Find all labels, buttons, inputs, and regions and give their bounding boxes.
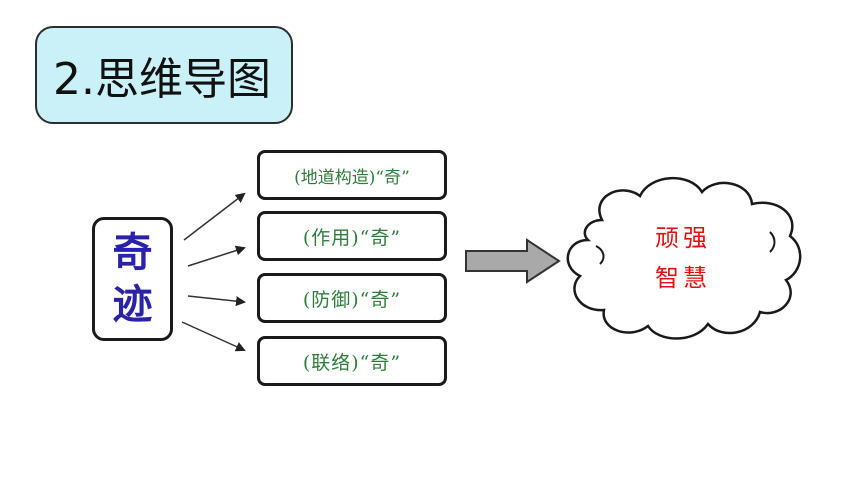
title-box: 2.思维导图 — [35, 26, 293, 124]
center-char-top: 奇 — [112, 229, 153, 276]
cloud-line-2: 智慧 — [655, 264, 711, 292]
page-title: 2.思维导图 — [53, 54, 271, 105]
cloud-line-1: 顽强 — [655, 224, 711, 252]
branch-arrow-1 — [183, 192, 246, 241]
cloud-text: 顽强 智慧 — [625, 218, 741, 298]
branch-arrow-4 — [181, 321, 246, 352]
branch-label-3: (防御)“奇” — [302, 288, 402, 311]
branch-label-4: (联络)“奇” — [302, 351, 402, 374]
cloud-inner-curl-1 — [595, 245, 605, 265]
cloud-shape — [566, 177, 802, 340]
cloud-inner-curl-2 — [769, 231, 776, 253]
branch-arrow-2 — [187, 245, 246, 267]
branch-label-2: (作用)“奇” — [302, 226, 402, 249]
center-char-bottom: 迹 — [112, 281, 153, 328]
branch-arrow-3 — [187, 295, 246, 307]
branch-node-2: (作用)“奇” — [257, 211, 447, 261]
branch-label-1: (地道构造)“奇” — [294, 167, 410, 188]
big-right-arrow — [465, 238, 561, 284]
branch-node-1: (地道构造)“奇” — [257, 150, 447, 200]
branch-node-4: (联络)“奇” — [257, 336, 447, 386]
branch-node-3: (防御)“奇” — [257, 273, 447, 323]
center-node: 奇 迹 — [92, 217, 173, 341]
